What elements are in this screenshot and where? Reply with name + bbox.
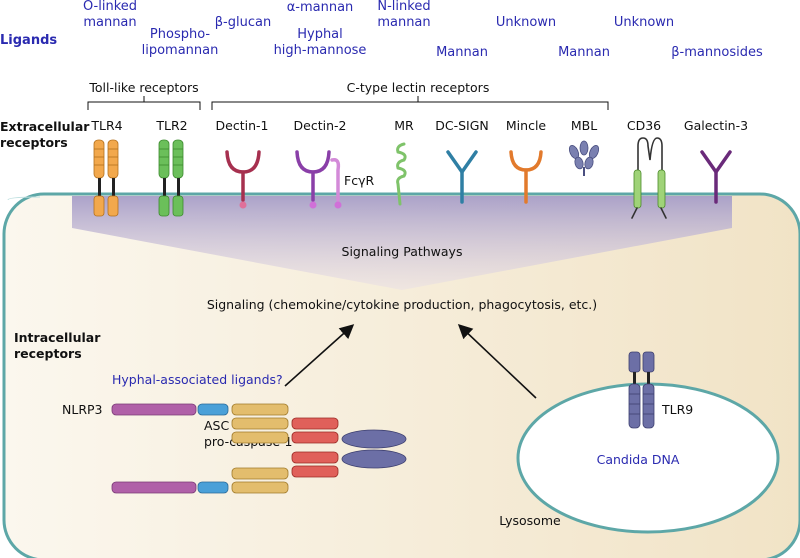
tlr9-label: TLR9 [661,402,693,417]
ligand-list: O-linked mannan Phospho- lipomannan β-gl… [83,0,763,60]
tlr-bracket [87,96,201,110]
ligand-label: β-glucan [215,15,271,30]
ligand-label: Mannan [436,45,488,60]
intracellular-label: Intracellular [14,330,101,345]
inflammasome-complex [111,403,407,494]
ligand-label: lipomannan [142,43,219,58]
tlr4-receptor [93,139,119,217]
asc-label: ASC [204,418,229,433]
ligand-label: O-linked [83,0,137,14]
receptor-name: MR [394,118,414,133]
ligand-label: Hyphal [297,27,343,42]
mr-receptor [396,142,407,206]
ligand-label: α-mannan [287,0,354,15]
receptor-name: TLR2 [155,118,187,133]
galectin3-receptor [700,150,732,204]
mbl-receptor [568,140,600,176]
receptor-name: TLR4 [90,118,122,133]
receptor-name: Mincle [506,118,547,133]
tlr9-receptor [628,351,655,429]
cd36-receptor [631,137,667,219]
ligand-label: mannan [83,15,136,30]
hyphal-ligands-question: Hyphal-associated ligands? [112,372,283,387]
arrow-inflammasome-to-signaling [284,324,355,387]
receptor-names: TLR4 TLR2 Dectin-1 Dectin-2 MR DC-SIGN M… [90,118,748,133]
ligand-label: N-linked [377,0,430,14]
ligand-label: Phospho- [150,27,210,42]
ligand-label: high-mannose [274,43,367,58]
lysosome-label: Lysosome [499,513,561,528]
extracellular-label: Extracellular [0,119,90,134]
receptor-name: Galectin-3 [684,118,748,133]
signaling-funnel [72,196,732,290]
ligand-label: Unknown [614,15,674,30]
signaling-text: Signaling (chemokine/cytokine production… [207,297,597,312]
receptor-name: Dectin-2 [294,118,347,133]
arrow-lysosome-to-signaling [457,324,537,399]
ligand-label: Mannan [558,45,610,60]
tlr2-receptor [158,139,184,217]
receptor-name: DC-SIGN [435,118,489,133]
receptor-name: CD36 [627,118,661,133]
mincle-receptor [509,150,543,204]
ligands-title: Ligands [0,33,57,48]
receptor-name: Dectin-1 [216,118,269,133]
nlrp3-label: NLRP3 [62,402,103,417]
candida-dna-label: Candida DNA [597,452,680,467]
fcgr-label: FcγR [344,173,374,188]
intracellular-label: receptors [14,346,82,361]
tlr-group-label: Toll-like receptors [88,80,198,95]
ligand-label: β-mannosides [671,45,763,60]
dcsign-receptor [446,150,478,204]
clr-bracket [211,96,609,110]
dectin1-receptor [225,150,261,209]
clr-group-label: C-type lectin receptors [347,80,490,95]
ligand-label: mannan [377,15,430,30]
dectin2-receptor [295,150,342,209]
signaling-pathways-label: Signaling Pathways [342,244,463,259]
ligand-label: Unknown [496,15,556,30]
extracellular-label: receptors [0,135,68,150]
receptor-name: MBL [571,118,597,133]
